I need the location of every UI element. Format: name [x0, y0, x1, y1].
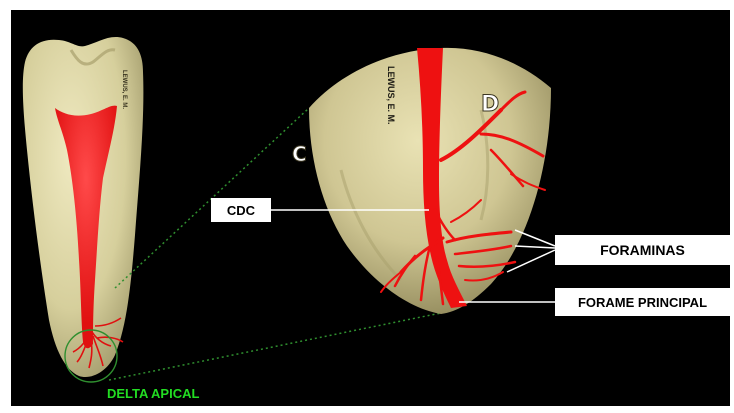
cdc-label: CDC	[211, 198, 271, 222]
apex-zoom: C D LEWUS, E. M.	[292, 48, 551, 314]
signature-small: LEWUS, E. M.	[121, 70, 127, 109]
foraminas-leader-1	[515, 230, 555, 246]
signature-large: LEWUS, E. M.	[386, 66, 396, 125]
letter-d: D	[481, 92, 499, 117]
delta-apical-label: DELTA APICAL	[107, 386, 199, 401]
letter-c: C	[292, 142, 307, 166]
diagram-stage: LEWUS, E. M.	[11, 10, 730, 406]
tooth-diagram: LEWUS, E. M.	[11, 10, 730, 406]
tooth-overview: LEWUS, E. M.	[23, 37, 144, 382]
foraminas-label: FORAMINAS	[555, 235, 730, 265]
foraminas-leader-2	[515, 246, 555, 248]
forame-principal-label: FORAME PRINCIPAL	[555, 288, 730, 316]
